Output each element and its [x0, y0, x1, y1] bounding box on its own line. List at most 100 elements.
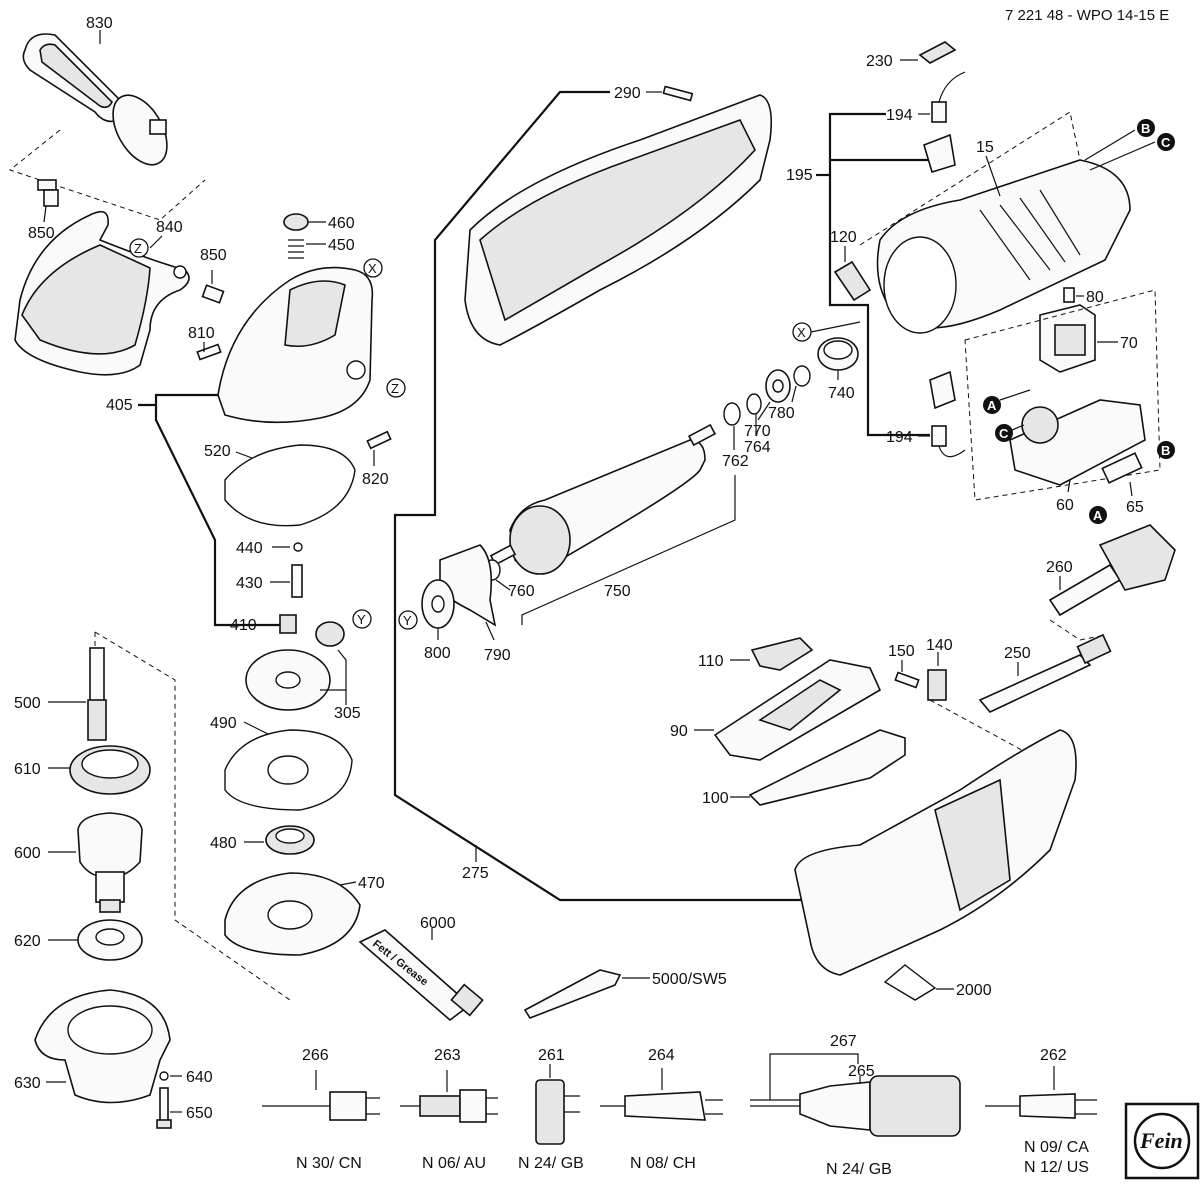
- variant-n24b: N 24/ GB: [826, 1161, 892, 1178]
- variant-n06: N 06/ AU: [422, 1155, 486, 1172]
- label-267: 267: [830, 1033, 857, 1050]
- label-261: 261: [538, 1047, 565, 1064]
- variant-n09: N 09/ CA: [1024, 1139, 1089, 1156]
- label-460: 460: [328, 215, 355, 232]
- bearing-flange-470: [224, 872, 361, 956]
- plug-261: [535, 1079, 580, 1145]
- plug-265: [750, 1075, 961, 1137]
- washer-640: [159, 1071, 169, 1081]
- plug-264: [600, 1091, 723, 1121]
- label-405: 405: [106, 397, 133, 414]
- screw-290: [662, 85, 694, 102]
- washer-764: [746, 393, 762, 415]
- ref-b-top: B: [1137, 119, 1155, 137]
- label-140: 140: [926, 637, 953, 654]
- screw-80: [1063, 287, 1075, 303]
- label-250: 250: [1004, 645, 1031, 662]
- svg-text:X: X: [368, 261, 377, 276]
- variant-n08: N 08/ CH: [630, 1155, 696, 1172]
- cap-460: [283, 213, 309, 231]
- label-260: 260: [1046, 559, 1073, 576]
- label-440: 440: [236, 540, 263, 557]
- label-520: 520: [204, 443, 231, 460]
- ref-b-lower: B: [1157, 441, 1175, 459]
- label-265: 265: [848, 1063, 875, 1080]
- bearing-620: [77, 919, 143, 961]
- label-490: 490: [210, 715, 237, 732]
- label-470: 470: [358, 875, 385, 892]
- brush-cap-230: [918, 41, 957, 64]
- variant-n24a: N 24/ GB: [518, 1155, 584, 1172]
- ref-c-lower: C: [995, 424, 1013, 442]
- plug-266: [262, 1091, 380, 1121]
- bearing-770: [765, 369, 791, 403]
- label-500: 500: [14, 695, 41, 712]
- label-100: 100: [702, 790, 729, 807]
- svg-text:X: X: [797, 325, 806, 340]
- fein-logo: Fein: [1124, 1102, 1200, 1180]
- label-780: 780: [768, 405, 795, 422]
- label-650: 650: [186, 1105, 213, 1122]
- variant-n30: N 30/ CN: [296, 1155, 362, 1172]
- flange-630: [34, 989, 171, 1104]
- screw-150: [894, 671, 920, 689]
- label-770: 770: [744, 423, 771, 440]
- plate-490: [224, 729, 353, 811]
- hex-key-5000: [523, 969, 622, 1019]
- armature-750: [489, 423, 717, 575]
- grease-tube-6000: Fett / Grease: [358, 929, 484, 1022]
- svg-text:Y: Y: [403, 613, 412, 628]
- label-480: 480: [210, 835, 237, 852]
- svg-text:A: A: [1093, 508, 1103, 523]
- label-750: 750: [604, 583, 631, 600]
- switch-70: [1039, 304, 1096, 373]
- label-760: 760: [508, 583, 535, 600]
- label-430: 430: [236, 575, 263, 592]
- ref-y-bearing: Y: [398, 610, 418, 630]
- sleeve-65: [1101, 452, 1143, 484]
- field-coil-15: [876, 159, 1131, 334]
- label-194-b: 194: [886, 429, 913, 446]
- screw-650: [156, 1087, 172, 1129]
- seal-ring-610: [69, 745, 151, 795]
- bearing-800: [421, 579, 455, 629]
- cable-clamp-140: [927, 669, 947, 701]
- svg-text:B: B: [1141, 121, 1150, 136]
- label-80: 80: [1086, 289, 1104, 306]
- label-195: 195: [786, 167, 813, 184]
- screw-850-right: [201, 284, 225, 304]
- label-800: 800: [424, 645, 451, 662]
- washer-762: [723, 402, 741, 426]
- gasket-520: [224, 444, 356, 527]
- label-2000: 2000: [956, 982, 992, 999]
- cable-grommet-260: [1048, 524, 1176, 617]
- label-65: 65: [1126, 499, 1144, 516]
- svg-text:Y: Y: [357, 612, 366, 627]
- label-plate-2000: [883, 964, 937, 1001]
- label-5000: 5000/SW5: [652, 971, 727, 988]
- label-290: 290: [614, 85, 641, 102]
- washer-440: [293, 542, 303, 552]
- svg-text:C: C: [999, 426, 1009, 441]
- svg-text:Fein: Fein: [1139, 1128, 1183, 1153]
- label-410: 410: [230, 617, 257, 634]
- plug-262: [985, 1093, 1097, 1119]
- cable-sleeve-250: [978, 633, 1112, 713]
- label-830: 830: [86, 15, 113, 32]
- svg-text:Z: Z: [391, 381, 399, 396]
- ref-y-gear: Y: [352, 609, 372, 629]
- label-840: 840: [156, 219, 183, 236]
- label-194-a: 194: [886, 107, 913, 124]
- electronics-60: [1009, 399, 1146, 486]
- gear-housing-cover: [217, 266, 374, 424]
- bevel-gear-set-305: [245, 621, 345, 711]
- variant-n12: N 12/ US: [1024, 1159, 1089, 1176]
- motor-housing-bottom: [794, 729, 1077, 976]
- label-620: 620: [14, 933, 41, 950]
- label-6000: 6000: [420, 915, 456, 932]
- label-630: 630: [14, 1075, 41, 1092]
- label-450: 450: [328, 237, 355, 254]
- label-762: 762: [722, 453, 749, 470]
- document-reference: 7 221 48 - WPO 14-15 E: [1005, 7, 1169, 24]
